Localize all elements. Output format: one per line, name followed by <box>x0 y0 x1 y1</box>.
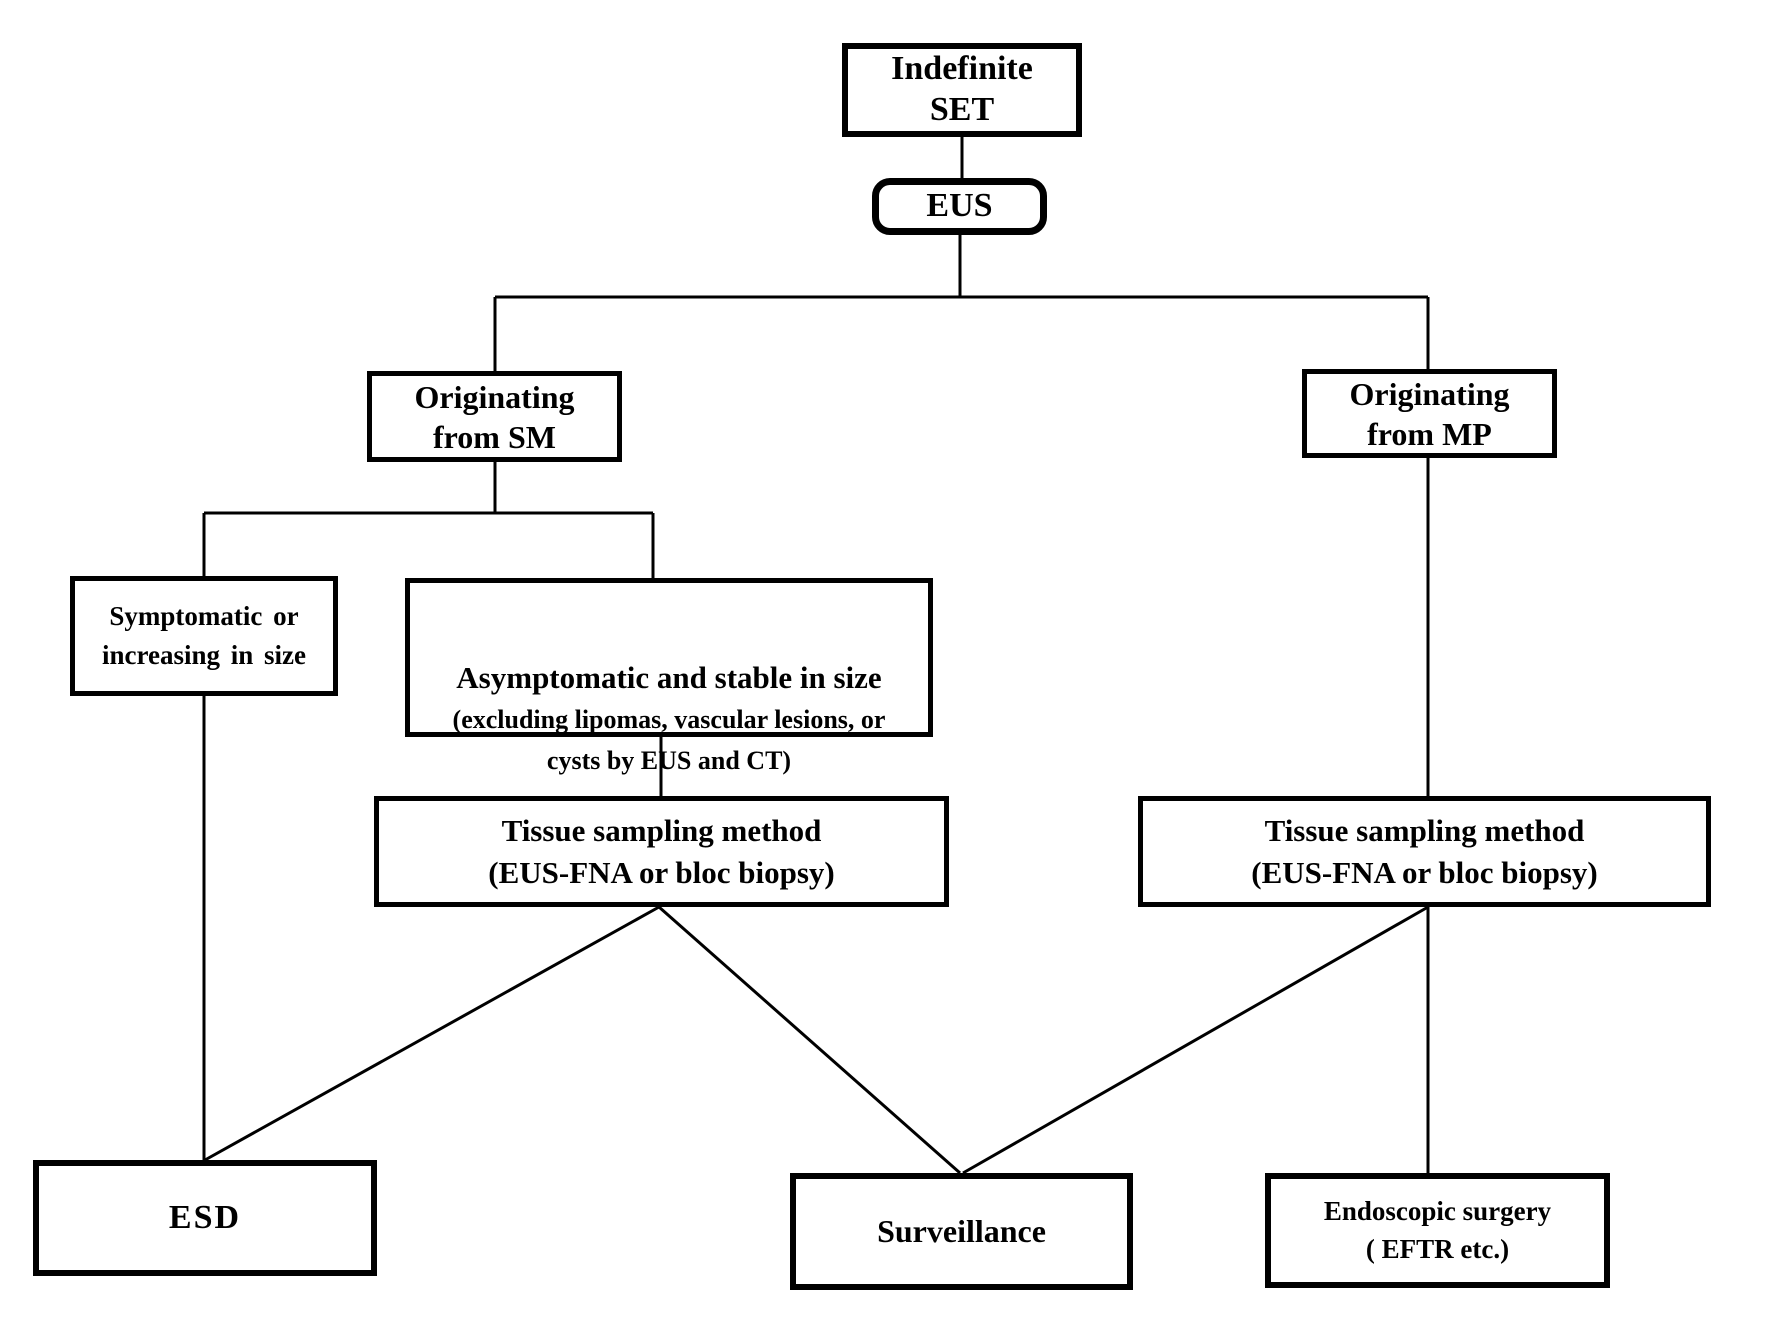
node-tissue-sampling-right: Tissue sampling method (EUS-FNA or bloc … <box>1138 796 1711 907</box>
node-endoscopic-surgery: Endoscopic surgery ( EFTR etc.) <box>1265 1173 1610 1288</box>
node-eus: EUS <box>872 178 1047 235</box>
edge-tissue-left-esd <box>204 905 660 1162</box>
asymptomatic-detail-text: (excluding lipomas, vascular lesions, or… <box>452 705 886 776</box>
node-originating-from-sm: Originating from SM <box>367 371 622 462</box>
node-symptomatic: Symptomatic or increasing in size <box>70 576 338 696</box>
node-asymptomatic: Asymptomatic and stable in size (excludi… <box>405 578 933 775</box>
node-originating-from-mp: Originating from MP <box>1302 369 1557 458</box>
node-esd: ESD <box>33 1160 377 1276</box>
edge-tissue-right-surveillance <box>962 905 1429 1175</box>
node-indefinite-set: Indefinite SET <box>842 43 1082 137</box>
edge-tissue-left-surveillance <box>658 905 961 1175</box>
node-tissue-sampling-left: Tissue sampling method (EUS-FNA or bloc … <box>374 796 949 907</box>
node-surveillance: Surveillance <box>790 1173 1133 1290</box>
asymptomatic-main-text: Asymptomatic and stable in size <box>456 659 882 695</box>
